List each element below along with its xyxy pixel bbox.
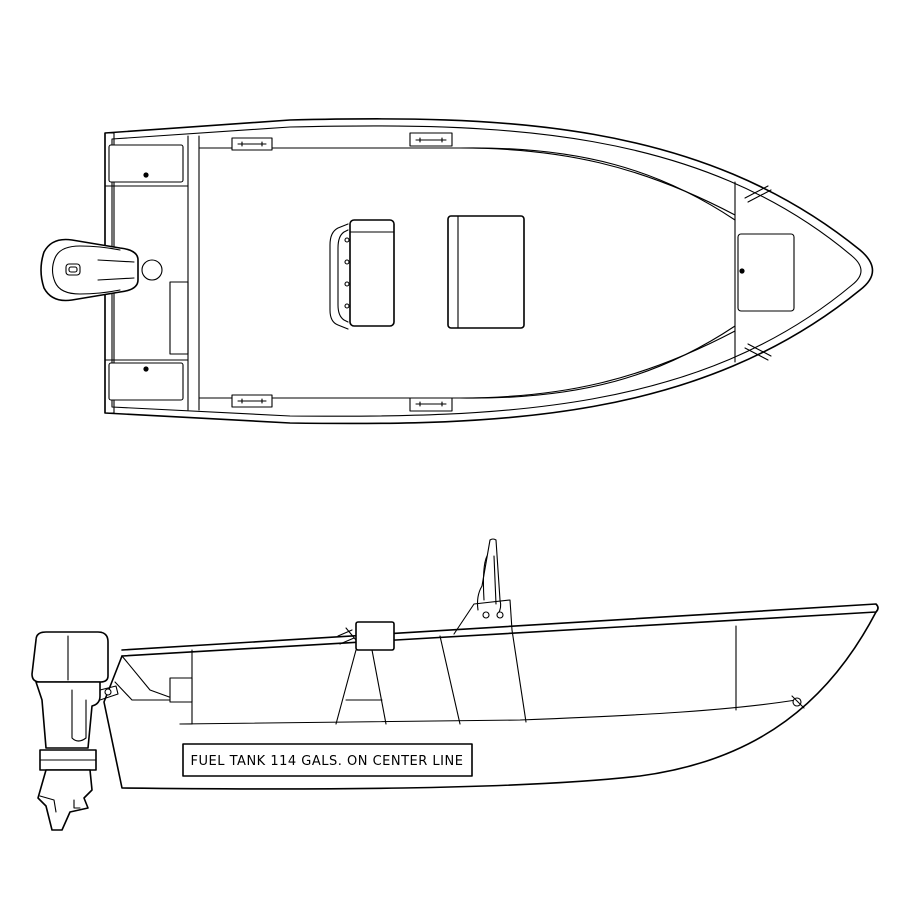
profile-chine — [179, 699, 797, 725]
console-profile — [439, 629, 527, 725]
cooler-seat — [447, 215, 525, 329]
plan-view — [40, 118, 874, 425]
center-console — [329, 219, 395, 330]
bow-eye — [792, 697, 802, 707]
bow-cleat-port — [744, 185, 772, 203]
side-cleats — [231, 132, 453, 412]
outboard-motor-top — [40, 238, 139, 302]
profile-view: FUEL TANK 114 GALS. ON CENTER LINE — [31, 538, 879, 831]
profile-hull — [103, 611, 877, 790]
aft-hatch-starboard — [108, 362, 184, 401]
fuel-fill — [141, 259, 163, 281]
outboard-motor-side — [31, 631, 119, 831]
helm-seat — [335, 621, 395, 725]
plan-gunwale-inner — [111, 125, 862, 417]
bow-cleat-starboard — [744, 343, 772, 361]
aft-hatch-port — [108, 144, 184, 183]
battery-box — [169, 281, 189, 355]
fuel-tank-label-text: FUEL TANK 114 GALS. ON CENTER LINE — [191, 754, 464, 769]
fuel-tank-label: FUEL TANK 114 GALS. ON CENTER LINE — [182, 743, 473, 777]
plan-hull-outline — [104, 118, 874, 425]
forward-hatch — [737, 233, 795, 312]
